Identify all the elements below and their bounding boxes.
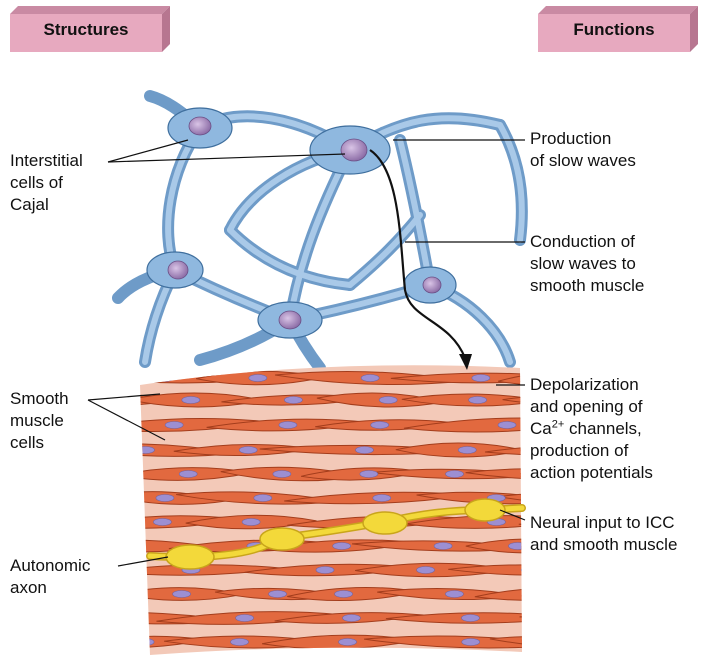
label-line: Depolarization xyxy=(530,374,653,396)
muscle-nucleus xyxy=(249,375,267,382)
muscle-nucleus xyxy=(333,543,351,550)
label-autonomic-axon: Autonomic axon xyxy=(10,555,90,599)
muscle-nucleus xyxy=(611,615,629,622)
muscle-nucleus xyxy=(472,375,490,382)
muscle-nucleus xyxy=(236,615,254,622)
muscle-nucleus xyxy=(279,422,297,429)
label-line: axon xyxy=(10,577,90,599)
functions-title: Functions xyxy=(538,20,690,40)
label-line: action potentials xyxy=(530,462,653,484)
muscle-nucleus xyxy=(445,591,463,598)
label-line: cells xyxy=(10,432,69,454)
muscle-nucleus xyxy=(231,639,249,646)
label-production-of-slow-waves: Production of slow waves xyxy=(530,128,636,172)
muscle-nucleus xyxy=(373,495,391,502)
structures-header: Structures xyxy=(10,6,170,52)
label-line: cells of xyxy=(10,172,83,194)
functions-header: Functions xyxy=(538,6,698,52)
muscle-nucleus xyxy=(339,639,357,646)
label-line: Cajal xyxy=(10,194,83,216)
muscle-nucleus xyxy=(335,591,353,598)
muscle-nucleus xyxy=(153,519,171,526)
muscle-nucleus xyxy=(173,591,191,598)
muscle-nucleus xyxy=(179,471,197,478)
calcium-charge: 2+ xyxy=(552,418,565,430)
muscle-nucleus xyxy=(342,615,360,622)
label-line: and opening of xyxy=(530,396,653,418)
muscle-nucleus xyxy=(360,471,378,478)
label-interstitial-cells: Interstitial cells of Cajal xyxy=(10,150,83,216)
muscle-nucleus xyxy=(469,397,487,404)
muscle-nucleus xyxy=(182,397,200,404)
muscle-nucleus xyxy=(136,447,154,454)
icc-network xyxy=(118,96,522,368)
muscle-nucleus xyxy=(123,543,141,550)
muscle-nucleus xyxy=(273,471,291,478)
label-line: Autonomic xyxy=(10,555,90,577)
muscle-nucleus xyxy=(462,639,480,646)
channels-text: channels, xyxy=(564,419,642,438)
muscle-nucleus xyxy=(521,567,539,574)
muscle-nucleus xyxy=(371,422,389,429)
muscle-nucleus xyxy=(284,397,302,404)
muscle-nucleus xyxy=(156,495,174,502)
muscle-nucleus xyxy=(461,615,479,622)
muscle-nucleus xyxy=(434,543,452,550)
muscle-nucleus xyxy=(544,495,562,502)
label-line: slow waves to xyxy=(530,253,644,275)
label-neural-input: Neural input to ICC and smooth muscle xyxy=(530,512,677,556)
muscle-nucleus xyxy=(446,471,464,478)
muscle-nucleus xyxy=(316,567,334,574)
muscle-nucleus xyxy=(508,543,526,550)
muscle-nucleus xyxy=(239,447,257,454)
muscle-nucleus xyxy=(242,519,260,526)
muscle-nucleus xyxy=(458,447,476,454)
smooth-muscle-cell xyxy=(520,612,716,624)
label-line: Production xyxy=(530,128,636,150)
label-line-calcium: Ca2+ channels, xyxy=(530,418,653,440)
label-line: production of xyxy=(530,440,653,462)
label-conduction-of-slow-waves: Conduction of slow waves to smooth muscl… xyxy=(530,231,644,297)
muscle-nucleus xyxy=(361,375,379,382)
label-line: of slow waves xyxy=(530,150,636,172)
structures-title: Structures xyxy=(10,20,162,40)
muscle-nucleus xyxy=(355,447,373,454)
label-line: Interstitial xyxy=(10,150,83,172)
label-line: smooth muscle xyxy=(530,275,644,297)
muscle-nucleus xyxy=(136,639,154,646)
label-smooth-muscle-cells: Smooth muscle cells xyxy=(10,388,69,454)
label-line: and smooth muscle xyxy=(530,534,677,556)
muscle-nucleus xyxy=(126,615,144,622)
muscle-nucleus xyxy=(156,375,174,382)
muscle-nucleus xyxy=(417,567,435,574)
muscle-nucleus xyxy=(254,495,272,502)
muscle-nucleus xyxy=(269,591,287,598)
label-line: Smooth xyxy=(10,388,69,410)
label-line: muscle xyxy=(10,410,69,432)
muscle-nucleus xyxy=(549,639,567,646)
calcium-symbol: Ca xyxy=(530,419,552,438)
label-depolarization: Depolarization and opening of Ca2+ chann… xyxy=(530,374,653,484)
muscle-nucleus xyxy=(379,397,397,404)
muscle-nucleus xyxy=(498,422,516,429)
label-line: Neural input to ICC xyxy=(530,512,677,534)
label-line: Conduction of xyxy=(530,231,644,253)
muscle-nucleus xyxy=(165,422,183,429)
muscle-nucleus xyxy=(545,591,563,598)
